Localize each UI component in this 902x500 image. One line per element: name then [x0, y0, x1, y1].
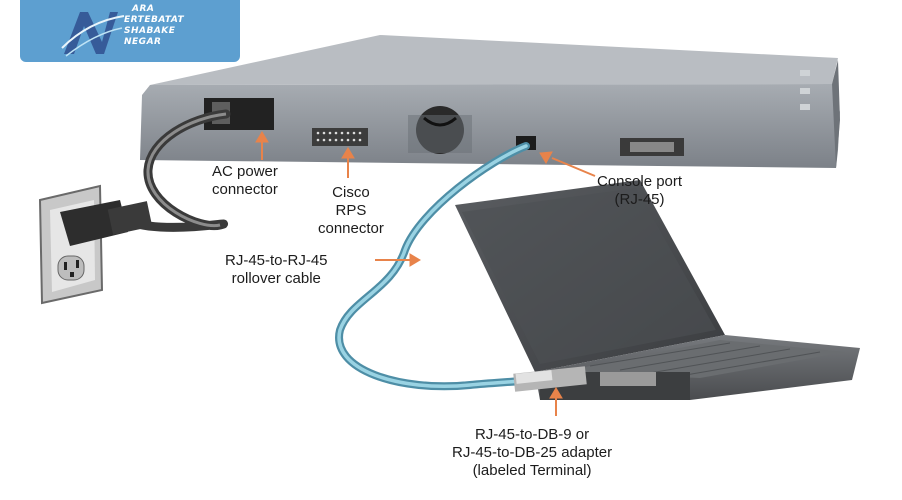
label-console-port-line-1: Console port: [597, 173, 683, 190]
logo-line-3: SHABAKE: [124, 26, 176, 36]
label-rollover-line-1: RJ-45-to-RJ-45: [225, 252, 328, 269]
label-adapter-line-3: (labeled Terminal): [472, 462, 592, 479]
label-console-port: Console port (RJ-45): [597, 173, 682, 209]
brand-logo: ARA ERTEBATAT SHABAKE NEGAR: [20, 0, 240, 62]
arrow-console-port: [551, 157, 596, 177]
label-ac-power-line-1: AC power: [212, 163, 278, 180]
rps-connector: [312, 128, 368, 146]
arrow-ac-power-head: [255, 131, 269, 143]
label-cisco-rps-connector: Cisco RPS connector: [318, 184, 384, 238]
label-rollover-cable: RJ-45-to-RJ-45 rollover cable: [225, 252, 328, 288]
label-adapter-line-1: RJ-45-to-DB-9 or: [474, 426, 590, 443]
label-rps-line-2: RPS: [335, 202, 367, 219]
arrow-rps-head: [341, 147, 355, 159]
laptop: [455, 180, 860, 400]
arrow-adapter-head: [549, 387, 563, 399]
logo-mark-icon: [61, 12, 125, 57]
label-rps-line-3: connector: [318, 220, 384, 237]
label-ac-power-line-2: connector: [212, 181, 278, 198]
wall-outlet: [38, 184, 153, 305]
label-rps-line-1: Cisco: [332, 184, 370, 201]
arrow-console-port-head: [539, 151, 553, 165]
switch-chassis: [140, 35, 840, 168]
logo-line-2: ERTEBATAT: [124, 15, 185, 25]
label-rollover-line-2: rollover cable: [231, 270, 321, 287]
arrow-rollover-head: [409, 253, 421, 267]
logo-line-1: ARA: [132, 4, 155, 14]
label-console-port-line-2: (RJ-45): [614, 191, 665, 208]
laptop-serial-port: [600, 372, 656, 386]
label-ac-power-connector: AC power connector: [212, 163, 278, 199]
logo-line-4: NEGAR: [124, 37, 162, 47]
label-adapter-line-2: RJ-45-to-DB-25 adapter: [452, 444, 613, 461]
label-terminal-adapter: RJ-45-to-DB-9 or RJ-45-to-DB-25 adapter …: [452, 426, 612, 480]
